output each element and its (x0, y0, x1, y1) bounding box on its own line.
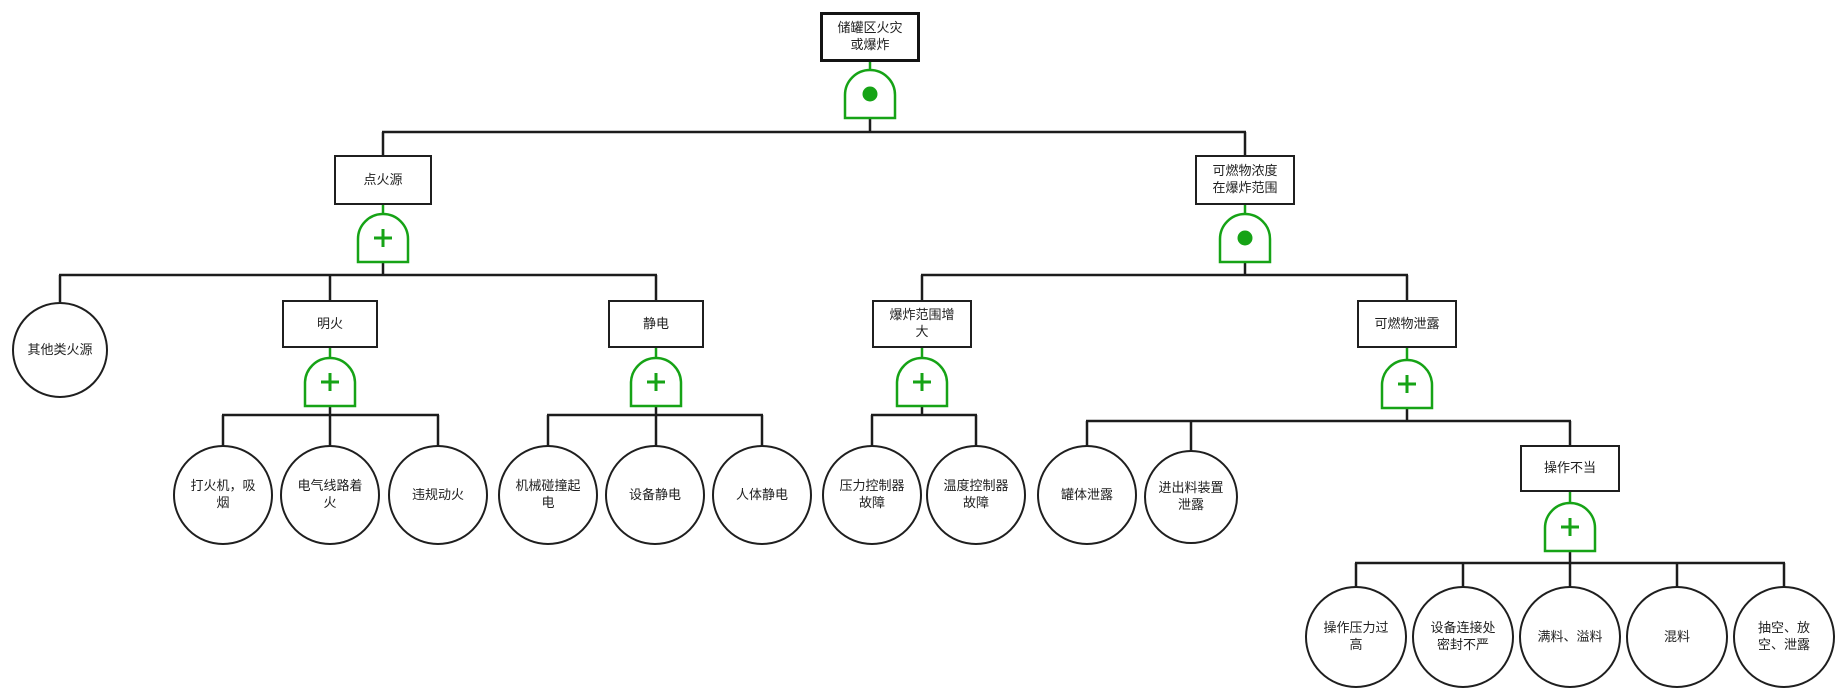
event-label: 储罐区火灾或爆炸 (837, 20, 903, 52)
basic-event-equipment-static: 设备静电 (605, 445, 705, 545)
basic-event-overfill-spill: 满料、溢料 (1519, 586, 1621, 688)
intermediate-combustible-leak: 可燃物泄露 (1357, 300, 1457, 348)
basic-event-illegal-hot-work: 违规动火 (388, 445, 488, 545)
event-label: 抽空、放空、泄露 (1757, 620, 1810, 652)
basic-event-electrical-fire: 电气线路着火 (280, 445, 380, 545)
event-label: 电气线路着火 (297, 478, 363, 510)
top-event-top: 储罐区火灾或爆炸 (820, 12, 920, 62)
event-label: 操作不当 (1543, 460, 1596, 476)
basic-event-temperature-controller: 温度控制器故障 (926, 445, 1026, 545)
intermediate-concentration: 可燃物浓度在爆炸范围 (1195, 155, 1295, 205)
event-label: 设备连接处密封不严 (1430, 620, 1496, 652)
event-label: 人体静电 (735, 486, 788, 502)
event-label: 可燃物浓度在爆炸范围 (1212, 163, 1278, 195)
event-label: 设备静电 (628, 486, 681, 502)
basic-event-lighter-smoking: 打火机，吸烟 (173, 445, 273, 545)
basic-event-overpressure: 操作压力过高 (1305, 586, 1407, 688)
event-label: 爆炸范围增大 (889, 307, 955, 339)
event-label: 静电 (642, 315, 669, 331)
and-gate-dot-symbol (862, 86, 878, 102)
basic-event-pressure-controller: 压力控制器故障 (822, 445, 922, 545)
basic-event-tank-leak: 罐体泄露 (1037, 445, 1137, 545)
improper-operation-or-gate (1543, 501, 1597, 553)
ignition-or-gate (356, 212, 410, 264)
concentration-and-gate (1218, 212, 1272, 264)
event-label: 机械碰撞起电 (515, 478, 581, 510)
event-label: 混料 (1663, 628, 1690, 644)
event-label: 其他类火源 (27, 341, 93, 357)
basic-event-material-mixing: 混料 (1626, 586, 1728, 688)
event-label: 压力控制器故障 (839, 478, 905, 510)
event-label: 满料、溢料 (1537, 628, 1603, 644)
event-label: 罐体泄露 (1060, 486, 1113, 502)
basic-event-seal-failure: 设备连接处密封不严 (1412, 586, 1514, 688)
open-flame-or-gate (303, 356, 357, 408)
top-and-gate (843, 68, 897, 120)
event-label: 点火源 (363, 171, 403, 187)
event-label: 操作压力过高 (1323, 620, 1389, 652)
intermediate-ignition: 点火源 (334, 155, 432, 205)
basic-event-human-static: 人体静电 (712, 445, 812, 545)
intermediate-open-flame: 明火 (282, 300, 378, 348)
and-gate-dot-symbol (1237, 230, 1253, 246)
intermediate-static-electricity: 静电 (608, 300, 704, 348)
event-label: 可燃物泄露 (1374, 315, 1440, 331)
intermediate-improper-operation: 操作不当 (1520, 445, 1620, 492)
event-label: 明火 (316, 315, 343, 331)
event-label: 温度控制器故障 (943, 478, 1009, 510)
event-label: 打火机，吸烟 (190, 478, 256, 510)
basic-event-mechanical-collision: 机械碰撞起电 (498, 445, 598, 545)
combustible-leak-or-gate (1380, 358, 1434, 410)
basic-event-other-fire: 其他类火源 (12, 302, 108, 398)
basic-event-inlet-outlet-leak: 进出料装置泄露 (1144, 450, 1238, 544)
event-label: 进出料装置泄露 (1158, 480, 1224, 512)
basic-event-venting-leak: 抽空、放空、泄露 (1733, 586, 1835, 688)
static-electricity-or-gate (629, 356, 683, 408)
event-label: 违规动火 (411, 486, 464, 502)
intermediate-explosion-range: 爆炸范围增大 (872, 300, 972, 348)
explosion-range-or-gate (895, 356, 949, 408)
